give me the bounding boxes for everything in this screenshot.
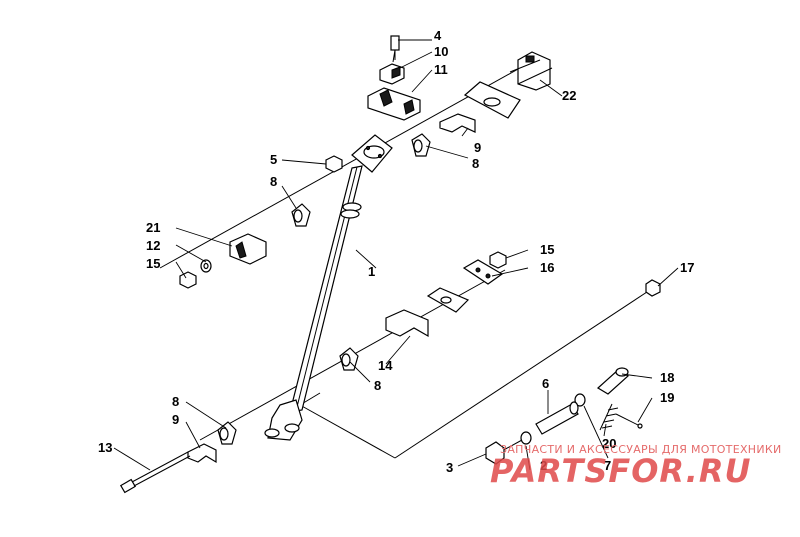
callout-1: 1 (368, 264, 375, 279)
clamp-block-10 (379, 63, 405, 85)
bushing-9-upper (439, 113, 476, 133)
callout-14: 14 (378, 358, 393, 373)
callout-8-lower: 8 (172, 394, 179, 409)
nut-3 (485, 441, 505, 465)
mounting-plate-22 (463, 51, 553, 119)
bushing-8-lower-left (217, 421, 237, 445)
callout-13: 13 (98, 440, 112, 455)
callout-11: 11 (434, 62, 448, 77)
washer-7 (574, 393, 586, 407)
bushing-8-upper (411, 133, 431, 157)
callout-22: 22 (562, 88, 576, 103)
callout-8-mid: 8 (374, 378, 381, 393)
spring-20 (599, 403, 619, 431)
bolt-13 (119, 451, 191, 494)
washer-12 (200, 259, 212, 273)
callout-18: 18 (660, 370, 674, 385)
callout-19: 19 (660, 390, 674, 405)
pin-19 (615, 413, 643, 429)
callout-17: 17 (680, 260, 694, 275)
nut-17 (645, 279, 661, 297)
callout-3: 3 (446, 460, 453, 475)
clamp-21 (229, 233, 267, 265)
bushing-8-left (291, 203, 311, 227)
callout-7: 7 (604, 458, 611, 473)
watermark-logo[interactable]: PARTSFOR.RU (490, 452, 752, 490)
callout-16: 16 (540, 260, 554, 275)
callout-9-upper: 9 (474, 140, 481, 155)
leader-lines (113, 39, 679, 471)
bushing-9-lower (187, 443, 217, 464)
callout-12: 12 (146, 238, 160, 253)
callout-8-left: 8 (270, 174, 277, 189)
callout-15-left: 15 (146, 256, 160, 271)
callout-21: 21 (146, 220, 160, 235)
bolt-4 (390, 35, 400, 63)
callout-10: 10 (434, 44, 448, 59)
callout-labels: 1 2 3 4 5 6 7 8 8 8 8 9 9 10 11 12 13 14… (98, 28, 694, 475)
callout-4: 4 (434, 28, 442, 43)
bushing-14 (385, 309, 429, 338)
tie-rod-end-18 (596, 367, 630, 395)
nut-15-left (179, 271, 197, 289)
callout-9-lower: 9 (172, 412, 179, 427)
callout-6: 6 (542, 376, 549, 391)
bushing-8-lower-mid (339, 347, 359, 371)
gasket (426, 287, 470, 313)
callout-2: 2 (540, 458, 547, 473)
callout-15-right: 15 (540, 242, 554, 257)
clamp-block-11 (367, 87, 421, 121)
steering-shaft (264, 134, 393, 441)
nut-15-right (489, 251, 507, 269)
watermark-subtitle: ЗАПЧАСТИ И АКСЕССУАРЫ ДЛЯ МОТОТЕХНИКИ (500, 443, 782, 456)
sleeve-6 (535, 401, 579, 435)
callout-8-upper: 8 (472, 156, 479, 171)
nut-5 (325, 155, 343, 173)
callout-20: 20 (602, 436, 616, 451)
callout-5: 5 (270, 152, 277, 167)
